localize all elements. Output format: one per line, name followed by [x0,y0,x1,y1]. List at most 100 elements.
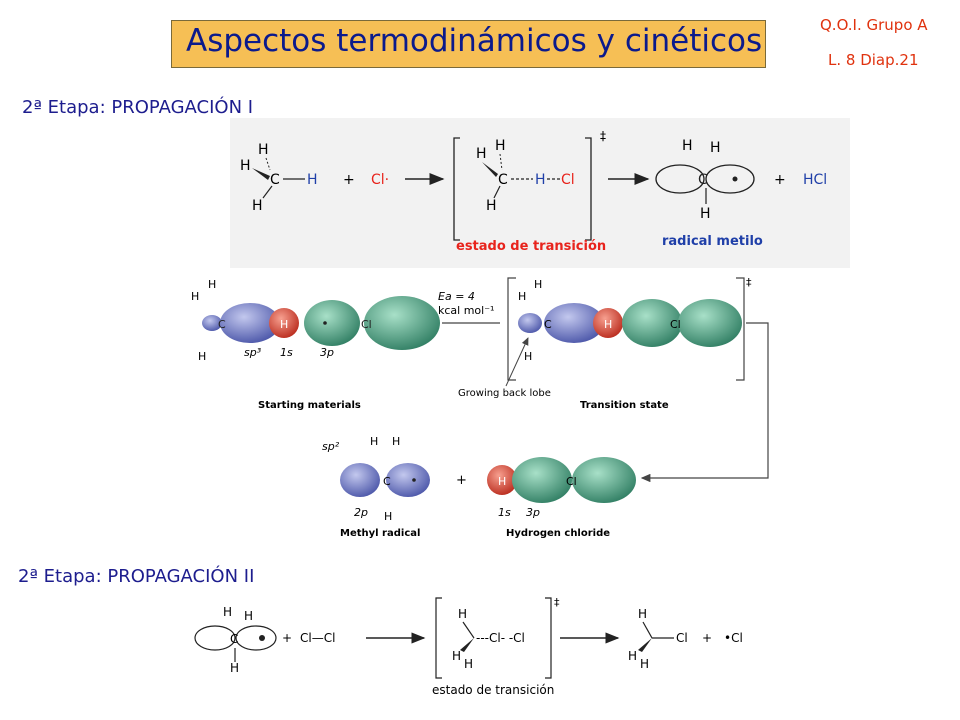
atom-h: H [223,605,232,619]
atom-h: H [486,198,497,214]
label-2p: 2p [354,506,368,519]
atom-h: H [458,607,467,621]
slide-reference: L. 8 Diap.21 [828,51,919,69]
transition-state-caption: estado de transición [432,683,554,697]
atom-cl: Cl [566,475,577,488]
plus-sign: + [282,631,292,645]
methyl-radical-caption: Methyl radical [340,528,420,539]
dagger: ‡ [600,129,606,143]
hydrogen-chloride-caption: Hydrogen chloride [506,528,610,539]
atom-h: H [258,142,269,158]
atom-h: H [628,649,637,663]
bracket-right [585,137,592,241]
starting-materials-orbitals: C H Cl H H H sp³ 1s 3p [191,278,440,363]
transition-state-molecule: H H C H H Cl [476,138,575,214]
stage1-scheme-panel: H H C H H + Cl· ‡ H H C H H Cl estado de… [230,118,850,268]
label-sp3: sp³ [244,346,262,359]
atom-h: H [230,661,239,675]
title-box: Aspectos termodinámicos y cinéticos [171,20,766,68]
slide-title: Aspectos termodinámicos y cinéticos [186,23,763,59]
atom-h: H [682,138,693,154]
chlorine-molecule: Cl—Cl [300,631,335,645]
atom-cl: Cl [361,318,372,331]
bracket-left [453,137,460,241]
atom-h: H [208,278,216,291]
stage2-scheme: C H H H + Cl—Cl ‡ H H H ---Cl- -Cl estad… [194,596,743,697]
ts-bracket-left [507,277,516,381]
atom-h: H [476,146,487,162]
atom-cl: Cl [676,631,688,645]
chlorine-radical: Cl· [371,172,389,188]
atom-h: H [452,649,461,663]
atom-h: H [240,158,251,174]
plus-sign: + [702,631,712,645]
transition-state-molecule: H H H ---Cl- -Cl [452,607,525,671]
product-connector-arrow [640,322,769,483]
ts-bracket-right [736,277,745,381]
atom-h: H [244,609,253,623]
dagger: ‡ [746,276,752,289]
dagger: ‡ [554,596,560,609]
stage1-scheme: H H C H H + Cl· ‡ H H C H H Cl estado de… [240,129,827,254]
atom-h: H [518,290,526,303]
atom-h: H [252,198,263,214]
label-1s: 1s [498,506,511,519]
atom-h: H [700,206,711,222]
atom-h: H [498,475,506,488]
methane-molecule: H H C H H [240,142,318,214]
atom-c: C [218,318,226,331]
growing-back-lobe-caption: Growing back lobe [458,388,551,399]
atom-h: H [710,140,721,156]
atom-h: H [495,138,506,154]
atom-cl: Cl [670,318,681,331]
atom-h: H [370,435,378,448]
atom-h: H [604,318,612,331]
bracket-left [435,597,442,679]
transition-state-orbitals: C H Cl H H H [518,278,742,363]
label-1s: 1s [280,346,293,359]
chlorine-radical: •Cl [724,631,743,645]
atom-h: H [524,350,532,363]
plus-sign: + [456,473,467,488]
atom-c: C [383,475,391,488]
methyl-radical-orbitals: C H H H sp² 2p [322,435,430,523]
atom-c: C [498,172,508,188]
hcl-product: HCl [803,172,827,188]
atom-c: C [230,632,238,646]
stage2-label: 2ª Etapa: PROPAGACIÓN II [18,566,255,587]
transition-state-caption: estado de transición [456,239,606,254]
atom-h: H [392,435,400,448]
atom-cl: Cl [561,172,575,188]
atom-h: H [534,278,542,291]
stage1-label: 2ª Etapa: PROPAGACIÓN I [22,97,254,118]
atom-c: C [544,318,552,331]
plus-sign: + [774,172,786,188]
course-label: Q.O.I. Grupo A [820,16,928,34]
atom-c: C [698,172,708,188]
atom-h-blue: H [535,172,546,188]
atom-h: H [638,607,647,621]
atom-h-blue: H [307,172,318,188]
transition-state-caption: Transition state [580,400,669,411]
orbital-diagram: C H Cl H H H sp³ 1s 3p Starting material… [191,276,769,539]
back-lobe-pointer [505,337,529,387]
methyl-radical-caption: radical metilo [662,234,763,249]
hydrogen-chloride-orbitals: H Cl 1s 3p [487,457,636,519]
activation-energy-unit: kcal mol⁻¹ [438,304,494,317]
label-3p: 3p [526,506,540,519]
atom-h: H [464,657,473,671]
atom-h: H [191,290,199,303]
atom-h: H [640,657,649,671]
methyl-radical-molecule: C H H H [194,605,277,675]
starting-materials-caption: Starting materials [258,400,361,411]
label-3p: 3p [320,346,334,359]
methyl-radical-molecule: C H H H [655,138,755,222]
atom-h: H [280,318,288,331]
bracket-right [545,597,552,679]
label-sp2: sp² [322,440,340,453]
chloromethane-molecule: H H H Cl [628,607,688,671]
atom-h: H [384,510,392,523]
activation-energy-value: Ea = 4 [438,290,475,303]
ts-bonds: ---Cl- -Cl [476,631,525,645]
atom-c: C [270,172,280,188]
